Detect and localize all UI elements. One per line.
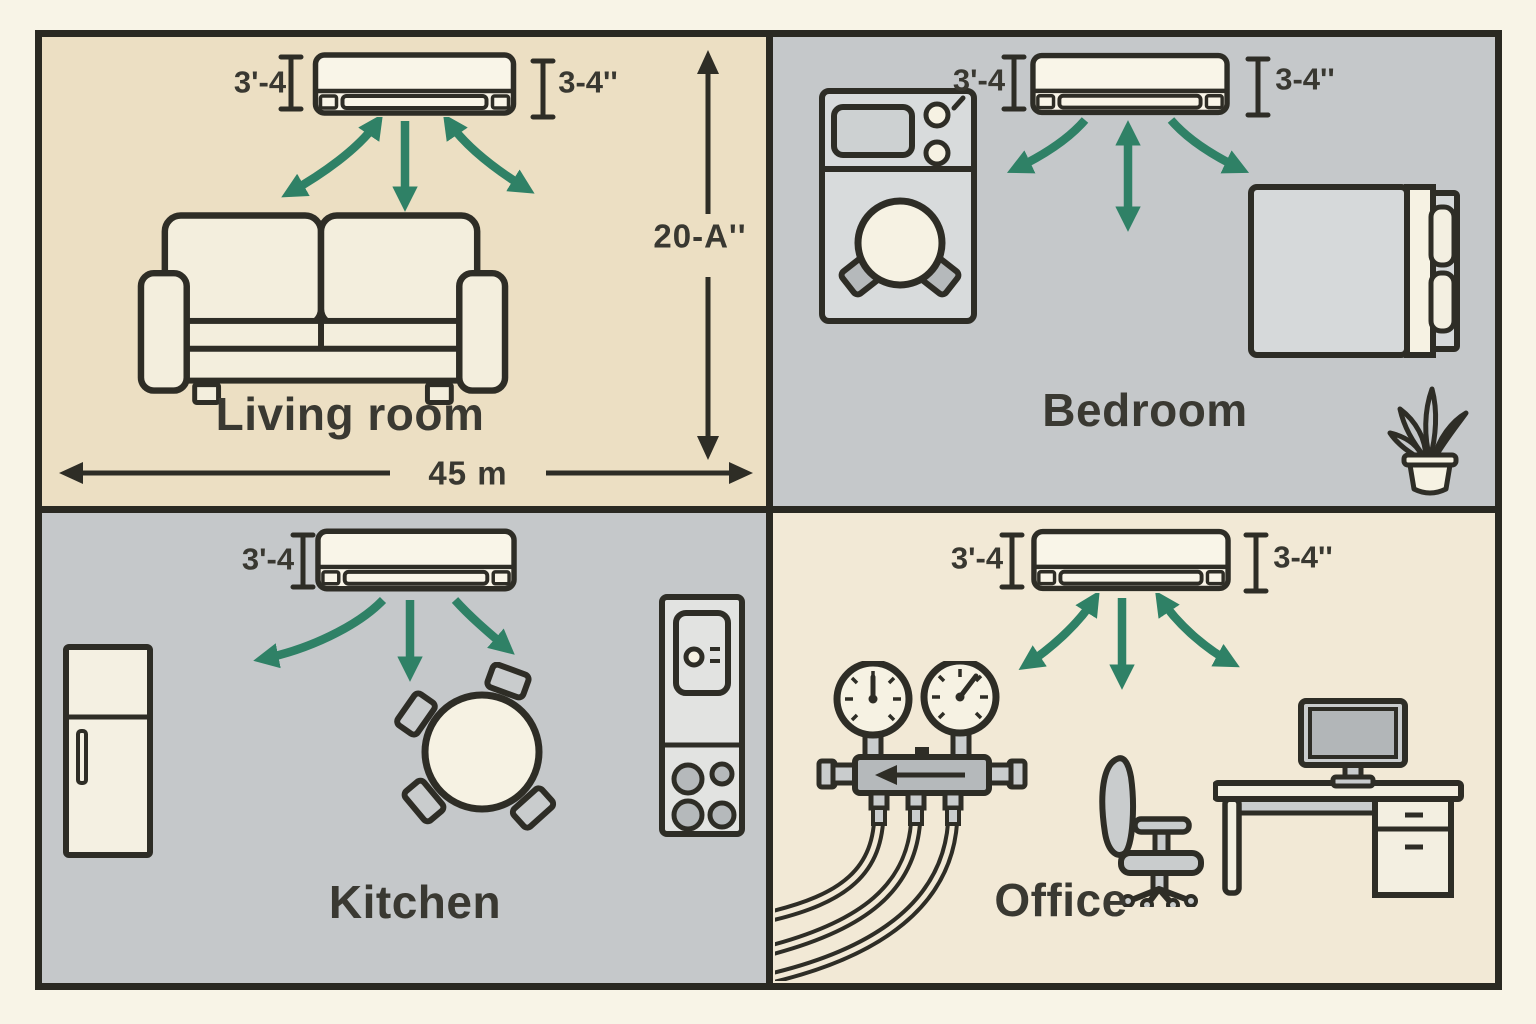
office-chair-icon [1099,755,1204,907]
dimension-tick-icon [278,54,304,112]
dimension-tick-icon [999,532,1025,590]
dimension-tick-icon [1245,56,1271,118]
bedroom-panel: 3'-4 3-4'' Bedroom [773,37,1495,506]
dimension-tick-icon [530,58,556,120]
ac-height-label-left: 3'-4 [233,64,287,100]
airflow-arrows-icon [1018,593,1240,690]
kitchen-panel: 3'-4 [42,513,766,983]
ac-height-label-right: 3-4'' [1273,539,1333,575]
airflow-arrows-icon [1006,117,1250,232]
room-label-kitchen: Kitchen [328,876,502,928]
room-label-office: Office [994,874,1128,926]
desk-icon [1213,780,1464,898]
sofa-icon [137,212,509,405]
ac-height-label-left: 3'-4 [950,540,1004,576]
room-label-bedroom: Bedroom [1042,384,1248,436]
washing-machine-icon [819,88,977,324]
ac-height-label-left: 3'-4 [241,541,295,577]
dimension-tick-icon [290,532,316,590]
room-height-label: 20-A'' [653,217,747,255]
manifold-gauge-icon [775,661,1028,981]
dimension-tick-icon [1001,54,1027,112]
airflow-arrows-icon [281,117,535,212]
stove-icon [659,594,745,837]
dimension-arrow-horizontal [59,462,753,484]
dimension-tick-icon [1243,532,1269,594]
fridge-icon [63,644,153,858]
ac-unit-icon [1030,52,1230,116]
dining-table-icon [394,662,557,831]
ac-height-label-right: 3-4'' [1275,61,1335,97]
bed-icon [1248,184,1460,358]
ac-height-label-left: 3'-4 [952,62,1006,98]
room-width-label: 45 m [428,454,508,492]
plant-icon [1387,386,1469,496]
diagram-frame: 3'-4 3-4'' Living roo [35,30,1502,990]
living-room-panel: 3'-4 3-4'' Living roo [42,37,766,506]
room-label-living: Living room [215,388,485,440]
ac-height-label-right: 3-4'' [558,64,618,100]
dimension-arrow-vertical [697,50,719,460]
ac-unit-icon [312,52,517,116]
monitor-icon [1298,698,1408,789]
office-panel: 3'-4 3-4'' [773,513,1495,983]
airflow-arrows-icon [253,597,515,682]
ac-unit-icon [315,528,517,592]
ac-unit-icon [1031,528,1231,592]
